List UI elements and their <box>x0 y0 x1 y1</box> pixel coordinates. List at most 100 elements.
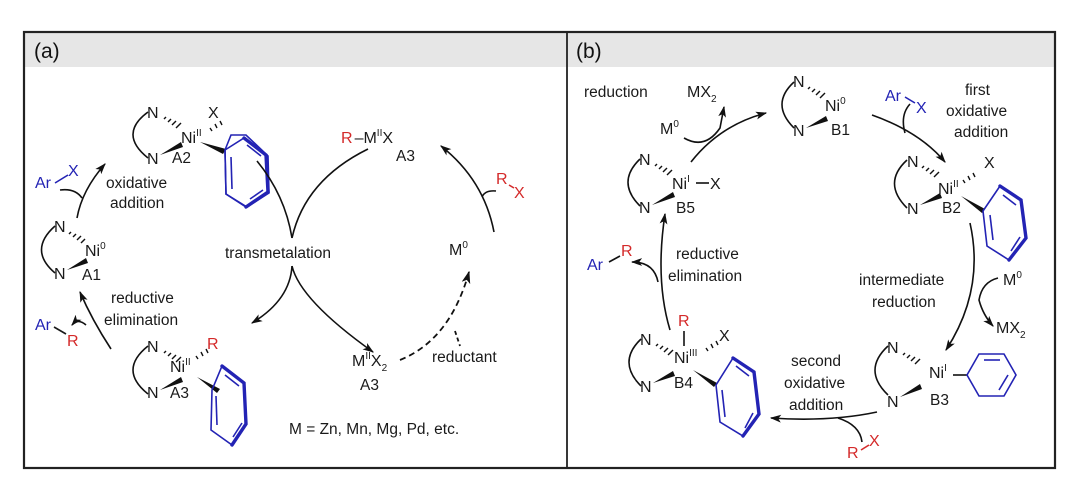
arrow-arr-out-b <box>630 258 659 283</box>
arrow-tm-in-right <box>291 148 369 239</box>
step-transmetalation: transmetalation <box>225 245 331 262</box>
nickel-atom: NiIII <box>674 348 697 367</box>
complex-label: A3 <box>360 377 379 394</box>
reagent-m0: M0 <box>449 240 468 259</box>
arrow-m0-mx2-side <box>978 277 999 327</box>
arrow-b1-to-b2 <box>871 114 946 163</box>
reagent-ar-r-product: Ar R <box>35 317 79 350</box>
svg-text:X: X <box>68 163 79 180</box>
arrow-arx-in-b <box>902 103 911 134</box>
phenyl-a3 <box>210 364 248 447</box>
figure-frame <box>22 30 1057 470</box>
svg-text:Ar: Ar <box>35 317 52 334</box>
reagent-m0-top: M0 <box>660 119 679 138</box>
panel-a-header: (a) <box>34 40 60 63</box>
arrow-rx-in-b <box>837 417 863 443</box>
arrow-m0-to-mx2 <box>683 105 726 144</box>
n-atom: N <box>793 74 805 91</box>
nickel-atom: Ni0 <box>825 96 846 115</box>
svg-text:X: X <box>514 185 525 202</box>
arrow-tm-in-left <box>256 160 293 239</box>
phenyl-b4 <box>715 356 761 438</box>
complex-label: B2 <box>942 200 961 217</box>
n-atom: N <box>54 266 66 283</box>
arrow-b5-to-b1 <box>690 111 768 163</box>
complex-b3: N N NiI B3 <box>874 340 967 411</box>
svg-text:X: X <box>869 433 880 450</box>
metal-footnote: M = Zn, Mn, Mg, Pd, etc. <box>289 421 459 438</box>
complex-label: B4 <box>674 375 693 392</box>
n-atom: N <box>793 123 805 140</box>
reagent-ar-x-b: Ar X <box>885 88 927 117</box>
n-atom: N <box>640 332 652 349</box>
reductant-label: reductant <box>432 349 497 366</box>
complex-label: A2 <box>172 150 191 167</box>
arrow-tm-out-right <box>291 265 374 353</box>
n-atom: N <box>907 154 919 171</box>
arrow-b3-to-b4 <box>769 411 878 423</box>
complex-label: B1 <box>831 122 850 139</box>
svg-text:M0: M0 <box>449 240 468 259</box>
arrow-oa <box>76 163 106 219</box>
nickel-atom: Ni0 <box>85 241 106 260</box>
r-ligand: R <box>207 336 219 353</box>
svg-text:MX2: MX2 <box>687 84 717 105</box>
svg-text:Ar: Ar <box>35 175 52 192</box>
complex-label: B5 <box>676 200 695 217</box>
nickel-atom: NiII <box>170 357 191 376</box>
complex-label: B3 <box>930 392 949 409</box>
arrow-b2-to-b3 <box>945 222 975 351</box>
arrow-arx-in <box>59 188 83 199</box>
n-atom: N <box>639 200 651 217</box>
svg-text:X: X <box>916 100 927 117</box>
n-atom: N <box>147 151 159 168</box>
svg-text:M0: M0 <box>1003 270 1022 289</box>
x-ligand: X <box>719 328 730 345</box>
reductant-tick <box>454 330 461 347</box>
n-atom: N <box>640 379 652 396</box>
panel-b-header: (b) <box>576 40 602 63</box>
phenyl-b3 <box>966 353 1017 397</box>
reagent-r-x: R X <box>496 171 525 202</box>
step-reduction: reduction <box>584 84 648 101</box>
nickel-atom: NiII <box>181 128 202 147</box>
svg-text:Ar: Ar <box>587 257 604 274</box>
arrow-reduction-dashed <box>399 270 471 361</box>
n-atom: N <box>887 340 899 357</box>
reagent-mx2-right: MX2 <box>996 320 1026 341</box>
n-atom: N <box>147 385 159 402</box>
reagent-ar-r-b: Ar R <box>587 243 633 274</box>
complex-label: A1 <box>82 267 101 284</box>
complex-a2: N N NiII X A2 <box>132 105 270 208</box>
reagent-ar-x: Ar X <box>35 163 79 192</box>
arrow-re <box>79 290 112 350</box>
n-atom: N <box>147 339 159 356</box>
panel-a: (a) N N NiII X A2 N N <box>34 40 525 447</box>
x-ligand: X <box>984 155 995 172</box>
complex-a1: N N Ni0 A1 <box>40 219 106 284</box>
svg-text:R: R <box>847 445 859 462</box>
reagent-r-x-b: R X <box>847 433 880 462</box>
reagent-m0-right: M0 <box>1003 270 1022 289</box>
svg-text:R: R <box>496 171 508 188</box>
complex-label: A3 <box>170 385 189 402</box>
nickel-atom: NiI <box>929 363 947 382</box>
svg-text:MIIX2: MIIX2 <box>352 351 388 374</box>
svg-text:MX2: MX2 <box>996 320 1026 341</box>
complex-b5: N N NiI X B5 <box>627 152 721 217</box>
svg-text:R: R <box>621 243 633 260</box>
phenyl-a2 <box>224 136 270 209</box>
arrow-arr-out <box>71 314 87 326</box>
arrow-tm-out-left <box>251 265 293 324</box>
complex-b1: N N Ni0 B1 <box>781 74 850 140</box>
complex-label: A3 <box>396 148 415 165</box>
organometallic-rmx: R–MIIX <box>341 128 393 147</box>
svg-text:Ar: Ar <box>885 88 902 105</box>
x-ligand: X <box>710 176 721 193</box>
nickel-atom: NiI <box>672 174 690 193</box>
